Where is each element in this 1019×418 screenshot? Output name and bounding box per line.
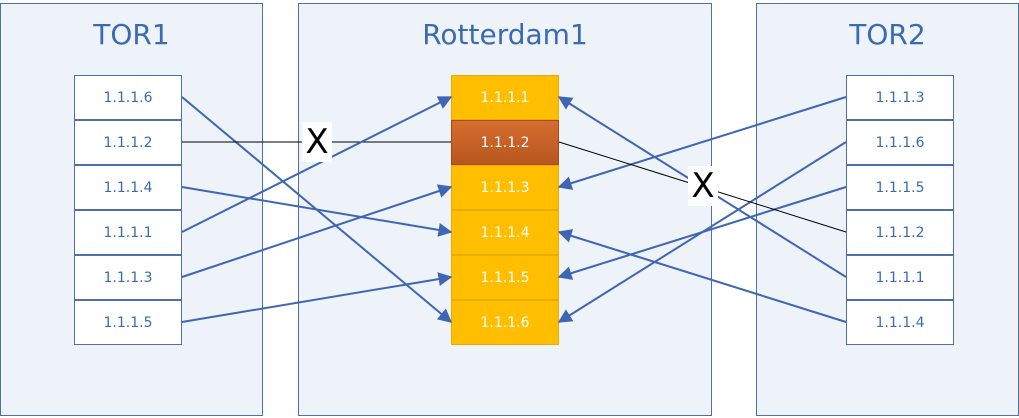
- tor1-address-box: 1.1.1.1: [74, 210, 182, 255]
- tor2-address-box: 1.1.1.1: [846, 255, 954, 300]
- rotterdam1-address-box: 1.1.1.5: [451, 255, 559, 300]
- rotterdam1-address-box: 1.1.1.6: [451, 300, 559, 345]
- rotterdam1-address-box: 1.1.1.1: [451, 75, 559, 120]
- rotterdam1-address-box: 1.1.1.3: [451, 165, 559, 210]
- tor2-link-line: [557, 229, 847, 323]
- tor2-link-line: [557, 96, 847, 190]
- tor2-address-box: 1.1.1.4: [846, 300, 954, 345]
- broken-link-marker-left: X: [302, 122, 332, 162]
- tor1-address-box: 1.1.1.2: [74, 120, 182, 165]
- tor1-link-line: [181, 186, 453, 237]
- broken-link-marker-right: X: [688, 166, 718, 206]
- tor1-address-box: 1.1.1.4: [74, 165, 182, 210]
- tor1-link-line: [181, 96, 453, 233]
- tor2-address-box: 1.1.1.2: [846, 210, 954, 255]
- tor2-title: TOR2: [849, 18, 926, 51]
- tor1-link-line: [181, 184, 453, 278]
- rotterdam1-address-box: 1.1.1.4: [451, 210, 559, 255]
- tor1-title: TOR1: [93, 18, 170, 51]
- tor1-address-box: 1.1.1.5: [74, 300, 182, 345]
- rotterdam1-title: Rotterdam1: [422, 18, 588, 51]
- tor1-address-box: 1.1.1.3: [74, 255, 182, 300]
- tor2-address-box: 1.1.1.5: [846, 165, 954, 210]
- tor1-link-line: [181, 272, 453, 323]
- rotterdam1-address-box-highlighted: 1.1.1.2: [451, 120, 559, 165]
- tor2-address-box: 1.1.1.6: [846, 120, 954, 165]
- tor2-link-line: [557, 186, 847, 280]
- tor1-address-box: 1.1.1.6: [74, 75, 182, 120]
- tor2-address-box: 1.1.1.3: [846, 75, 954, 120]
